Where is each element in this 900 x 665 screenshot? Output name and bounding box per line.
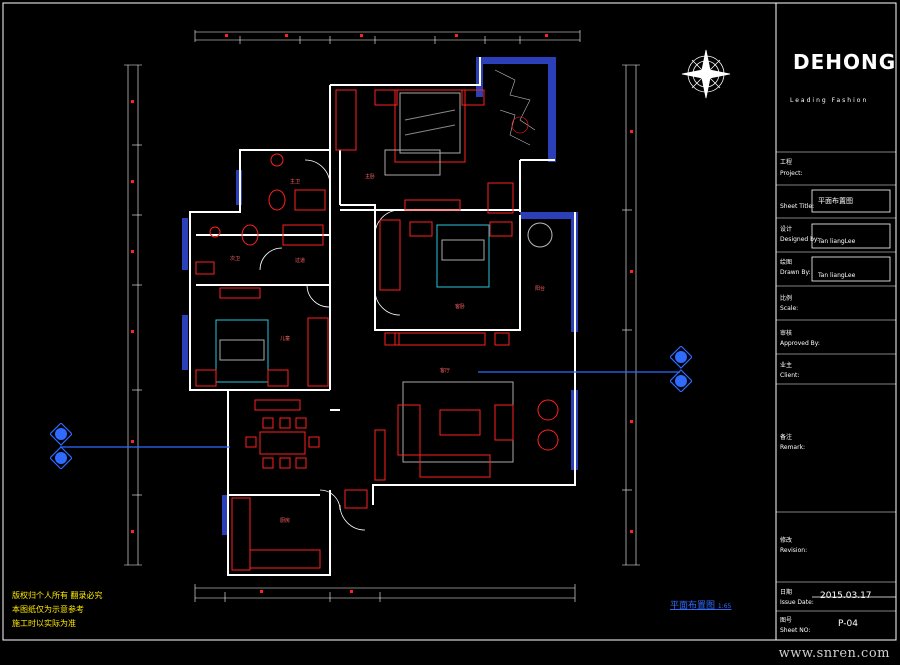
scale-label-en: Scale: <box>780 305 799 312</box>
svg-text:客卧: 客卧 <box>455 303 465 310</box>
svg-text:阳台: 阳台 <box>535 285 545 292</box>
section-line <box>60 371 680 448</box>
remark-label-en: Remark: <box>780 444 806 451</box>
sheet-label-cn: 图号 <box>780 617 793 624</box>
svg-text:次卫: 次卫 <box>230 255 240 262</box>
drawn-label-cn: 绘图 <box>780 259 793 266</box>
designed-label-cn: 设计 <box>780 226 793 233</box>
designed-value: Tan liangLee <box>818 238 856 245</box>
svg-text:主卫: 主卫 <box>290 178 300 185</box>
plan-scale: 1:65 <box>717 603 732 610</box>
third-bedroom <box>195 287 329 387</box>
dimension-ticks <box>131 34 633 593</box>
note-line-2: 本图纸仅为示意参考 <box>12 605 84 614</box>
living-room <box>374 381 559 481</box>
second-bedroom <box>379 182 553 346</box>
date-label-cn: 日期 <box>780 589 793 596</box>
client-label-cn: 业主 <box>780 362 793 369</box>
watermark: www.snren.com <box>778 646 890 661</box>
room-labels: 主卧 主卫 次卫 过道 客卧 阳台 儿童 客厅 厨房 <box>230 173 545 524</box>
section-marker-icon[interactable] <box>49 422 73 470</box>
plan-title: 平面布置图 1:65 <box>670 598 731 611</box>
client-label-en: Client: <box>780 372 800 379</box>
issue-date: 2015.03.17 <box>820 591 872 601</box>
title-field-boxes <box>811 189 896 598</box>
drawn-label-en: Drawn By: <box>780 269 811 276</box>
svg-text:客厅: 客厅 <box>440 367 450 374</box>
date-label-en: Issue Date: <box>780 599 814 606</box>
kitchen <box>231 489 368 571</box>
revision-label-cn: 修改 <box>780 537 793 544</box>
section-marker-icon[interactable] <box>669 345 693 393</box>
plan-title-text: 平面布置图 <box>670 601 716 611</box>
drawn-value: Tan liangLee <box>818 272 856 279</box>
compass-rose-icon <box>681 49 731 99</box>
revision-label-en: Revision: <box>780 547 808 554</box>
project-label-en: Project: <box>780 170 803 177</box>
right-dimensions <box>622 64 640 566</box>
sheet-label-en: Sheet NO: <box>780 627 811 634</box>
brand-tagline: Leading Fashion <box>790 97 869 104</box>
svg-text:主卧: 主卧 <box>365 173 375 180</box>
remark-label-cn: 备注 <box>780 434 793 441</box>
dining-area <box>245 399 320 469</box>
drawing-title-value: 平面布置图 <box>818 197 853 205</box>
approved-label-cn: 审核 <box>780 330 793 337</box>
svg-text:过道: 过道 <box>295 257 305 264</box>
left-dimensions <box>124 64 142 566</box>
door-swings <box>259 159 401 531</box>
svg-text:儿童: 儿童 <box>280 335 290 342</box>
title-block-rows <box>776 151 896 612</box>
bathrooms <box>195 153 326 275</box>
master-bedroom <box>335 89 485 211</box>
note-line-3: 施工时以实际为准 <box>12 619 76 628</box>
sheet-number: P-04 <box>838 619 858 629</box>
bottom-dimensions <box>194 584 576 602</box>
balcony-plants <box>494 69 536 146</box>
approved-label-en: Approved By: <box>780 340 820 347</box>
project-label-cn: 工程 <box>780 159 793 166</box>
svg-text:厨房: 厨房 <box>280 517 290 524</box>
brand-logo: DEHONG <box>793 50 897 74</box>
drawing-frame <box>2 2 897 641</box>
note-line-1: 版权归个人所有 翻录必究 <box>12 591 103 600</box>
drawing-title-label-en: Sheet Title: <box>780 203 815 210</box>
walls <box>189 57 576 576</box>
windows <box>182 57 578 535</box>
top-dimensions <box>194 30 581 44</box>
designed-label-en: Designed by: <box>780 236 820 243</box>
scale-label-cn: 比例 <box>780 295 793 302</box>
